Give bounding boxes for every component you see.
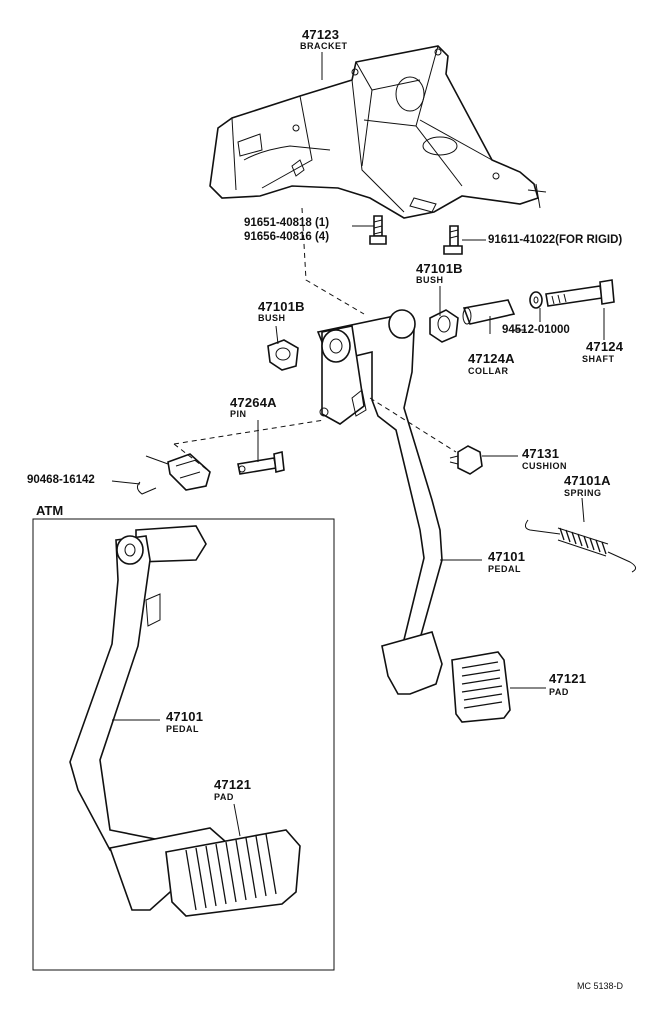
bush-left-drawing <box>267 339 299 371</box>
atm-pedal-drawing <box>69 525 301 917</box>
pin-number: 47264A <box>230 395 277 410</box>
atm-label: ATM <box>36 503 64 518</box>
shaft-name: SHAFT <box>582 354 615 364</box>
pin-name: PIN <box>230 409 247 419</box>
bolt-b-number: 91656-40816 (4) <box>244 231 330 243</box>
bush-right-drawing <box>429 309 459 343</box>
pad-name: PAD <box>549 687 569 697</box>
bush-left-number: 47101B <box>258 299 305 314</box>
bolt-a-number: 91651-40818 (1) <box>244 217 330 229</box>
spring-name: SPRING <box>564 488 602 498</box>
collar-name: COLLAR <box>468 366 509 376</box>
bolt-drawing <box>369 215 387 245</box>
atm-box <box>32 518 335 971</box>
bracket-number: 47123 <box>302 27 340 42</box>
collar-number: 47124A <box>468 351 515 366</box>
bush-right-number: 47101B <box>416 261 463 276</box>
cushion-drawing <box>449 445 483 475</box>
leader-lines <box>111 52 605 689</box>
assembly-lines <box>173 207 457 473</box>
spring-number: 47101A <box>564 473 611 488</box>
clip-drawing <box>136 453 211 495</box>
atm-pad-number: 47121 <box>214 777 252 792</box>
rigid-bolt-drawing <box>443 225 463 255</box>
clip-number: 90468-16142 <box>27 474 95 486</box>
pedal-drawing <box>316 309 443 695</box>
bracket-name: BRACKET <box>300 41 348 51</box>
pedal-name: PEDAL <box>488 564 522 574</box>
drawing-code: MC 5138-D <box>577 981 624 991</box>
pedal-number: 47101 <box>488 549 526 564</box>
atm-pedal-name: PEDAL <box>166 724 200 734</box>
cushion-name: CUSHION <box>522 461 568 471</box>
washer-drawing <box>529 291 543 309</box>
pad-number: 47121 <box>549 671 587 686</box>
atm-pedal-number: 47101 <box>166 709 204 724</box>
washer-number: 94512-01000 <box>502 324 570 336</box>
pin-drawing <box>237 451 285 475</box>
atm-leader-lines <box>112 719 241 837</box>
bolt-rigid-number: 91611-41022(FOR RIGID) <box>488 234 623 246</box>
bush-right-name: BUSH <box>416 275 444 285</box>
bracket-drawing <box>209 45 547 219</box>
collar-drawing <box>462 299 516 325</box>
cushion-number: 47131 <box>522 446 560 461</box>
spring-drawing <box>524 519 636 573</box>
shaft-number: 47124 <box>586 339 624 354</box>
shaft-drawing <box>545 279 615 307</box>
bush-left-name: BUSH <box>258 313 286 323</box>
pad-drawing <box>451 651 511 723</box>
atm-pad-name: PAD <box>214 792 234 802</box>
